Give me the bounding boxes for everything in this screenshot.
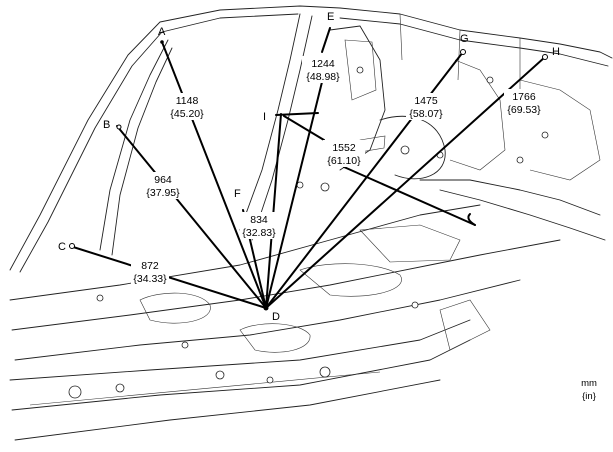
line-e-d [265, 81, 323, 309]
dim-1766-in: {69.53} [507, 104, 541, 116]
dim-834-in: {32.83} [242, 227, 276, 239]
dim-834-mm: 834 [250, 214, 268, 226]
point-c-marker [69, 243, 75, 249]
line-i-diag [283, 115, 325, 141]
dimension-labels: 1148 {45.20} 964 {37.95} 872 {34.33} 834… [131, 56, 544, 285]
dim-872-mm: 872 [141, 260, 159, 272]
dim-1148-in: {45.20} [170, 108, 204, 120]
dim-1244-in: {48.98} [306, 71, 340, 83]
dim-964-in: {37.95} [146, 187, 180, 199]
line-e-leader [321, 27, 331, 53]
dim-1244-mm: 1244 [311, 58, 335, 70]
point-label-d: D [272, 311, 280, 323]
point-b-marker [116, 124, 122, 130]
point-h-marker [542, 54, 548, 60]
point-label-b: B [103, 119, 110, 131]
dim-1552-mm: 1552 [332, 142, 356, 154]
line-i-rear [343, 166, 476, 226]
line-i-bar [275, 112, 319, 116]
vehicle-body-outline [9, 5, 613, 441]
dim-1475-mm: 1475 [414, 95, 438, 107]
point-label-h: H [552, 46, 560, 58]
dim-1766-mm: 1766 [512, 91, 536, 103]
dim-1148-mm: 1148 [176, 95, 199, 107]
dim-1475-in: {58.07} [409, 108, 443, 120]
point-label-i: I [263, 111, 266, 123]
point-g-marker [460, 49, 466, 55]
point-d-marker [263, 305, 269, 311]
unit-in: {in} [582, 391, 596, 402]
line-b-d [116, 125, 267, 309]
dim-964-mm: 964 [154, 174, 172, 186]
unit-legend: mm {in} [581, 378, 597, 402]
dim-872-in: {34.33} [133, 273, 167, 285]
line-i-rear-hook [467, 213, 476, 226]
unit-mm: mm [581, 378, 597, 389]
dim-1552-in: {61.10} [327, 155, 361, 167]
point-labels: A B C D E F G H I [58, 11, 560, 323]
point-label-e: E [327, 11, 334, 23]
point-label-c: C [58, 241, 66, 253]
point-a-marker [160, 40, 164, 44]
point-label-a: A [158, 26, 166, 38]
line-h-d [265, 56, 546, 309]
line-a-d [161, 41, 267, 309]
line-i-d [265, 113, 282, 309]
point-label-f: F [234, 188, 241, 200]
point-label-g: G [460, 33, 469, 45]
